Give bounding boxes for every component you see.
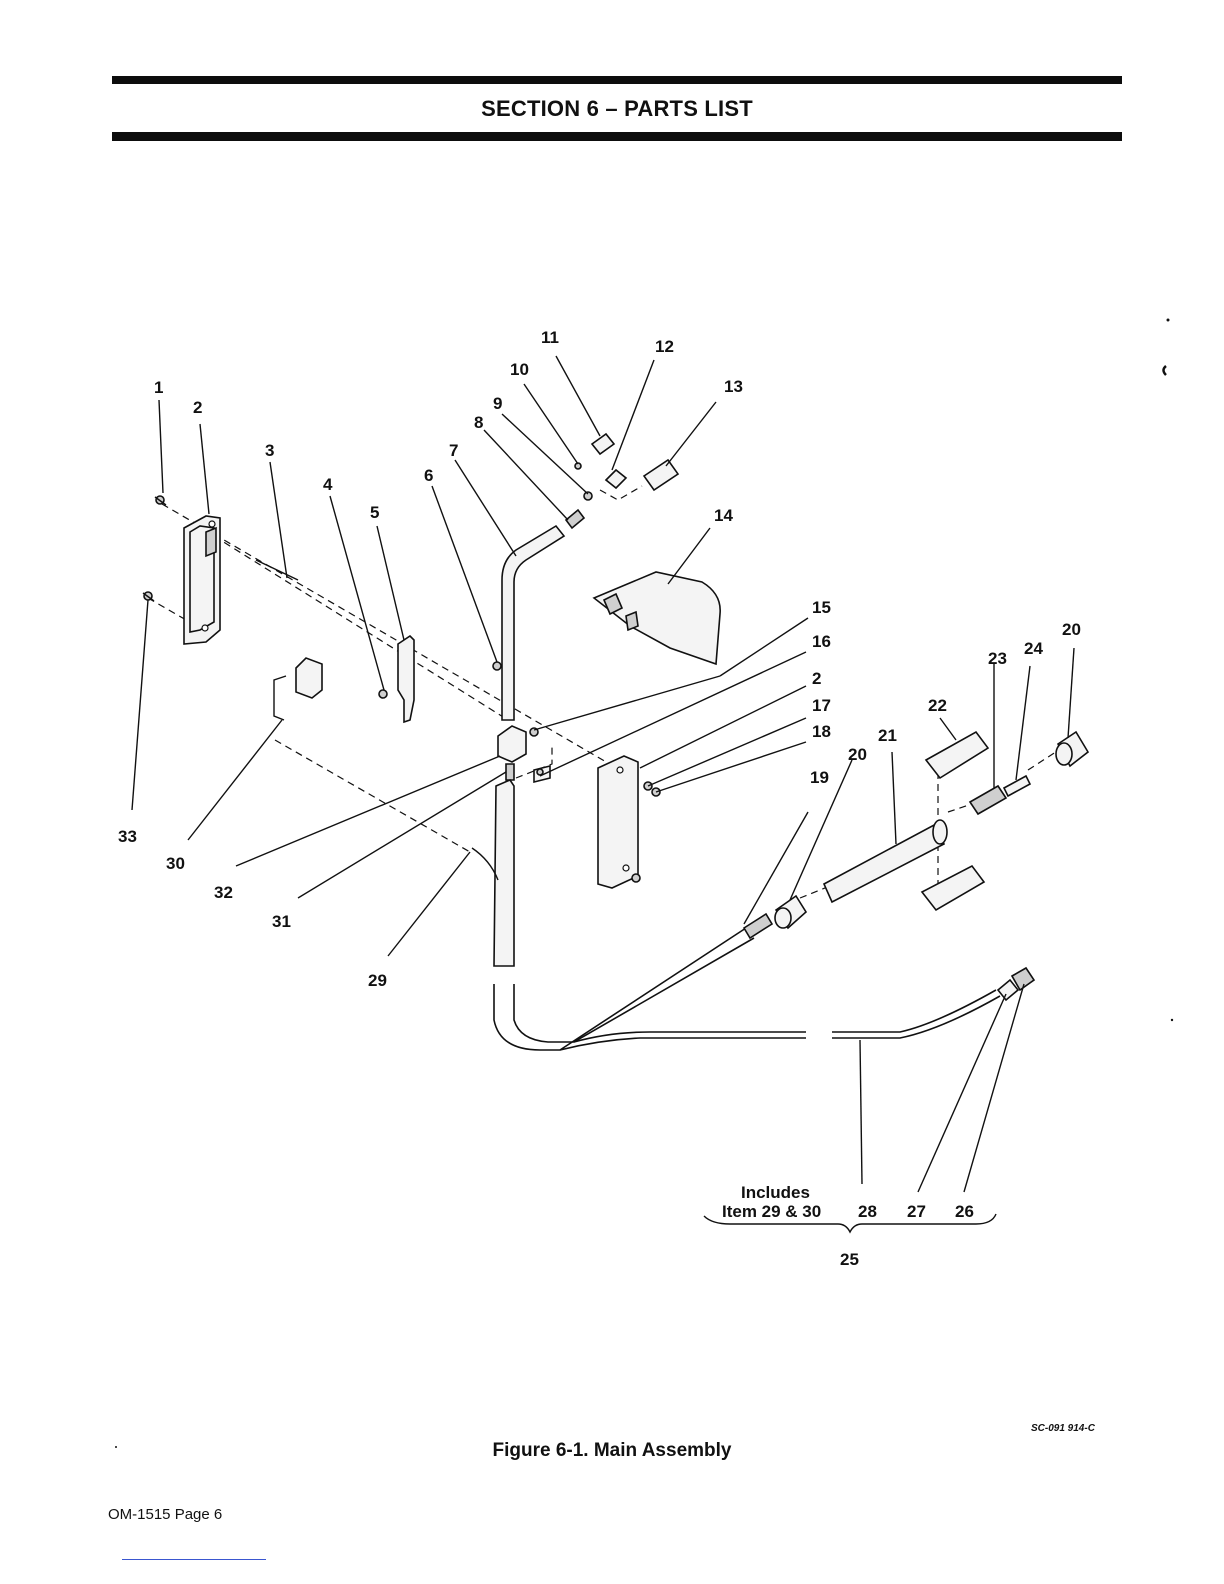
callout-5: 5 [370,503,379,522]
callout-8: 8 [474,413,483,432]
part-tube-29 [472,780,514,966]
callout-6: 6 [424,466,433,485]
callout-22: 22 [928,696,947,715]
callout-18: 18 [812,722,831,741]
part-fitting-13 [644,460,678,490]
callout-9: 9 [493,394,502,413]
callout-10: 10 [510,360,529,379]
callout-21: 21 [878,726,897,745]
callout-7: 7 [449,441,458,460]
callout-1: 1 [154,378,163,397]
part-screw-1 [155,496,166,505]
callout-11: 11 [541,328,559,347]
drawing-number: SC-091 914-C [1031,1423,1095,1434]
callout-3: 3 [265,441,274,460]
part-rod-3 [256,560,298,580]
includes-label-line1: Includes [741,1183,810,1202]
part-fitting-31 [506,764,514,780]
callout-28: 28 [858,1202,877,1221]
callout-15: 15 [812,598,831,617]
part-plate-32 [534,766,550,782]
callout-30: 30 [166,854,185,873]
callout-25: 25 [840,1250,859,1269]
part-connector-23-24 [970,776,1030,814]
part-housing-22 [922,732,988,910]
callout-2-right: 2 [812,669,821,688]
part-bracket-right [598,756,640,888]
part-fitting-26-27 [998,968,1034,1000]
part-bracket-left [184,516,220,644]
part-box-30 [274,658,322,720]
callout-29: 29 [368,971,387,990]
callout-20-right: 20 [1062,620,1081,639]
part-clip-5 [398,636,414,722]
page-footer-label: OM-1515 Page 6 [108,1506,222,1523]
footer-underline [122,1559,266,1560]
callout-2-left: 2 [193,398,202,417]
callout-13: 13 [724,377,743,396]
callout-24: 24 [1024,639,1043,658]
figure-caption: Figure 6-1. Main Assembly [0,1440,1224,1462]
callout-32: 32 [214,883,233,902]
part-nut-4 [379,690,387,698]
part-bushing-20-left [775,896,806,928]
callout-26: 26 [955,1202,974,1221]
callout-31: 31 [272,912,291,931]
part-cover-14 [594,572,720,664]
part-block-15 [498,726,526,762]
callout-16: 16 [812,632,831,651]
callout-27: 27 [907,1202,926,1221]
part-screw-33 [143,592,154,601]
callout-14: 14 [714,506,733,525]
part-bushing-20-right [1056,732,1088,766]
callout-33: 33 [118,827,137,846]
part-screw-6 [493,662,501,670]
callout-19: 19 [810,768,829,787]
part-tube-7 [502,526,564,720]
part-hose-28 [494,928,1000,1050]
callout-20-left: 20 [848,745,867,764]
callout-23: 23 [988,649,1007,668]
callout-4: 4 [323,475,333,494]
includes-label-line2: Item 29 & 30 [722,1202,821,1221]
callout-12: 12 [655,337,674,356]
callout-17: 17 [812,696,831,715]
